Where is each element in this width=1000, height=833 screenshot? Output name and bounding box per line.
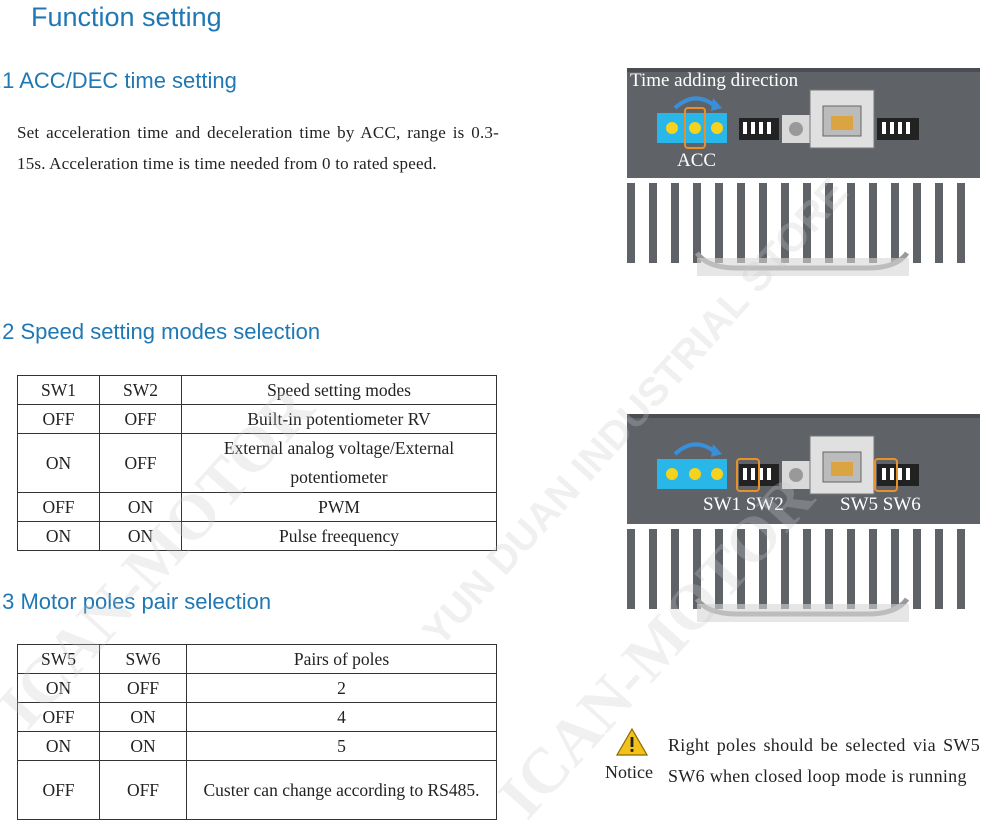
header-cell: Speed setting modes [181, 375, 497, 405]
sw1-sw2-label: SW1 SW2 [703, 494, 784, 515]
sw5-sw6-label: SW5 SW6 [840, 494, 921, 515]
header-cell: SW5 [17, 644, 100, 674]
table-cell: OFF [99, 404, 182, 434]
table-cell: OFF [17, 702, 100, 732]
table-cell: ON [99, 702, 187, 732]
warning-icon [616, 728, 648, 756]
table-cell: ON [99, 731, 187, 761]
table-cell: ON [99, 492, 182, 522]
table-header-row: SW5 SW6 Pairs of poles [17, 644, 497, 674]
table-row: ON OFF 2 [17, 673, 497, 703]
table-cell: OFF [17, 760, 100, 820]
header-cell: SW6 [99, 644, 187, 674]
table-cell: ON [99, 521, 182, 551]
table-cell: Pulse freequency [181, 521, 497, 551]
table-cell: ON [17, 731, 100, 761]
acc-label: ACC [677, 150, 717, 171]
table-cell: External analog voltage/External potenti… [181, 433, 497, 493]
section-acc-dec-text: Set acceleration time and deceleration t… [17, 123, 499, 173]
driver-acc-figure [627, 68, 980, 276]
table-cell: ON [17, 521, 100, 551]
driver-dip-switch-figure [627, 414, 980, 622]
table-cell: OFF [17, 492, 100, 522]
header-cell: SW2 [99, 375, 182, 405]
table-header-row: SW1 SW2 Speed setting modes [17, 375, 497, 405]
table-cell: ON [17, 433, 100, 493]
table-row: ON OFF External analog voltage/External … [17, 433, 497, 493]
table-row: ON ON 5 [17, 731, 497, 761]
section-acc-dec-title: .1 ACC/DEC time setting [0, 68, 237, 93]
header-cell: SW1 [17, 375, 100, 405]
table-row: ON ON Pulse freequency [17, 521, 497, 551]
page-title: Function setting [31, 2, 222, 32]
speed-modes-table: SW1 SW2 Speed setting modes OFF OFF Buil… [17, 375, 497, 551]
table-cell: OFF [17, 404, 100, 434]
table-cell: OFF [99, 673, 187, 703]
table-row: OFF ON PWM [17, 492, 497, 522]
section-motor-poles-title: .3 Motor poles pair selection [0, 589, 272, 614]
table-cell: PWM [181, 492, 497, 522]
time-adding-direction-label: Time adding direction [630, 70, 799, 91]
table-cell: OFF [99, 433, 182, 493]
table-row: OFF OFF Built-in potentiometer RV [17, 404, 497, 434]
table-cell: OFF [99, 760, 187, 820]
table-cell: 2 [186, 673, 497, 703]
table-cell: Built-in potentiometer RV [181, 404, 497, 434]
table-cell: 5 [186, 731, 497, 761]
table-row: OFF ON 4 [17, 702, 497, 732]
header-cell: Pairs of poles [186, 644, 497, 674]
table-cell: ON [17, 673, 100, 703]
table-cell: 4 [186, 702, 497, 732]
notice-label: Notice [605, 762, 653, 782]
notice-text: Right poles should be selected via SW5 S… [668, 735, 980, 786]
section-speed-modes-title: .2 Speed setting modes selection [0, 319, 321, 344]
table-cell: Custer can change according to RS485. [186, 760, 497, 820]
motor-poles-table: SW5 SW6 Pairs of poles ON OFF 2 OFF ON 4… [17, 644, 497, 820]
table-row: OFF OFF Custer can change according to R… [17, 760, 497, 820]
